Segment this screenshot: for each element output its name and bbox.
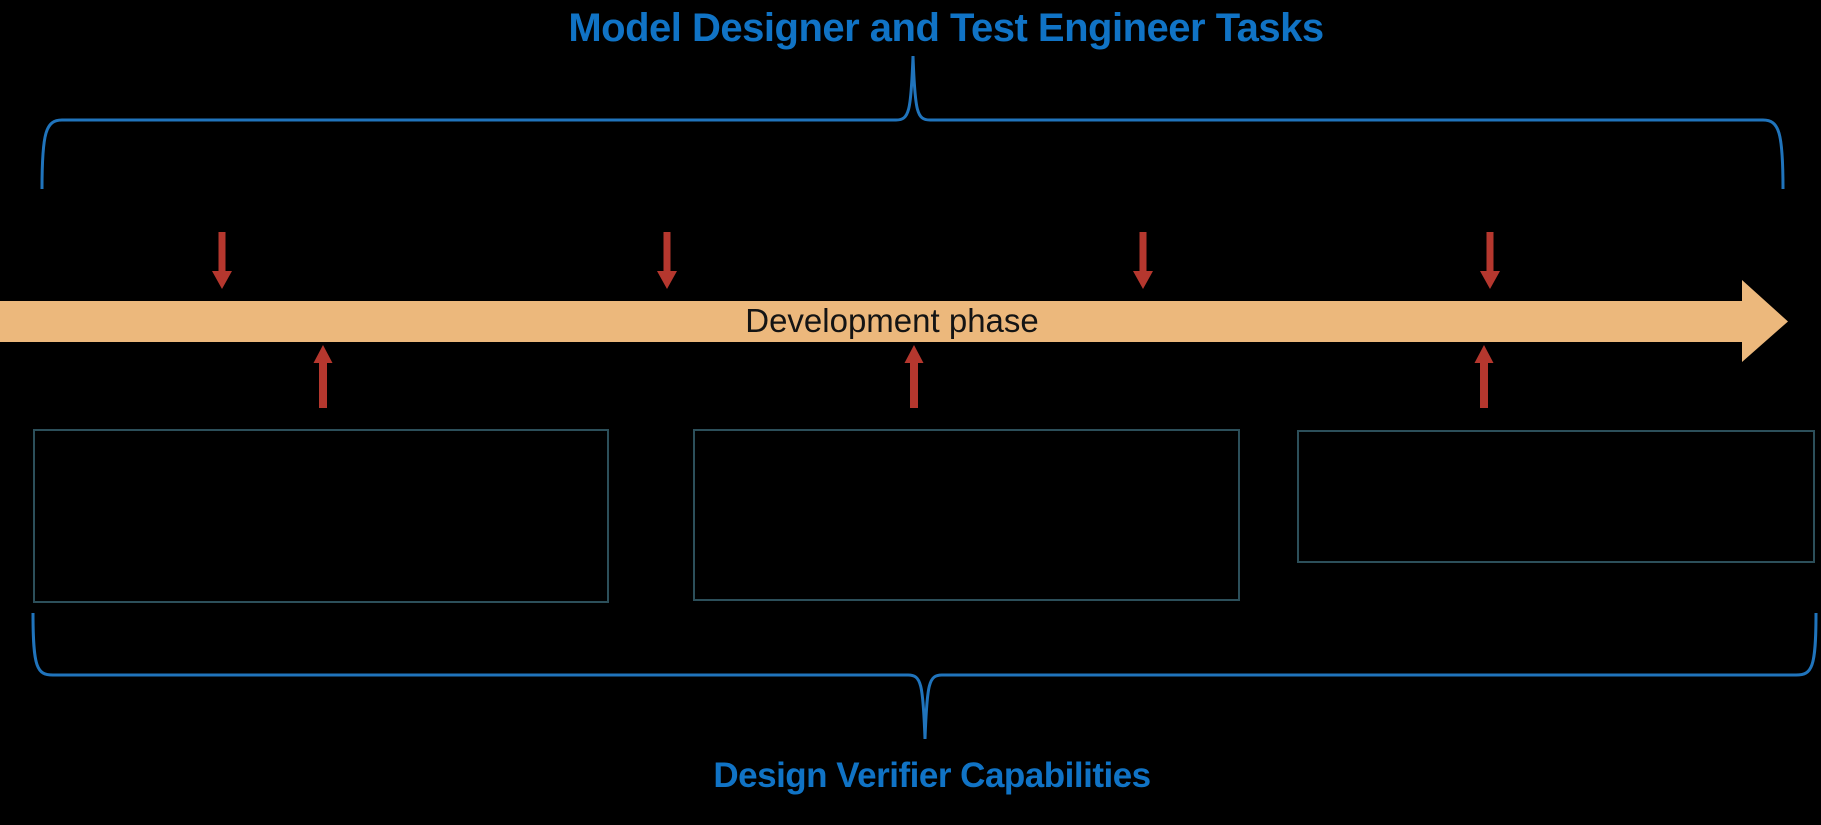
diagram-footer: Design Verifier Capabilities	[713, 756, 1151, 795]
timeline-label: Development phase	[745, 302, 1039, 339]
up-arrow-icon	[904, 345, 924, 408]
top-curly-brace-icon	[40, 55, 1785, 190]
down-arrow-icon	[657, 232, 677, 289]
up-arrow-icon	[313, 345, 333, 408]
capability-box	[1297, 430, 1815, 563]
down-arrow-icon	[1480, 232, 1500, 289]
down-arrow-icon	[1133, 232, 1153, 289]
capability-box	[33, 429, 609, 603]
timeline-right-arrow	[0, 280, 1788, 362]
up-arrow-icon	[1474, 345, 1494, 408]
capability-box	[693, 429, 1240, 601]
diagram-title: Model Designer and Test Engineer Tasks	[568, 6, 1324, 50]
bottom-curly-brace-icon	[31, 612, 1818, 740]
down-arrow-icon	[212, 232, 232, 289]
